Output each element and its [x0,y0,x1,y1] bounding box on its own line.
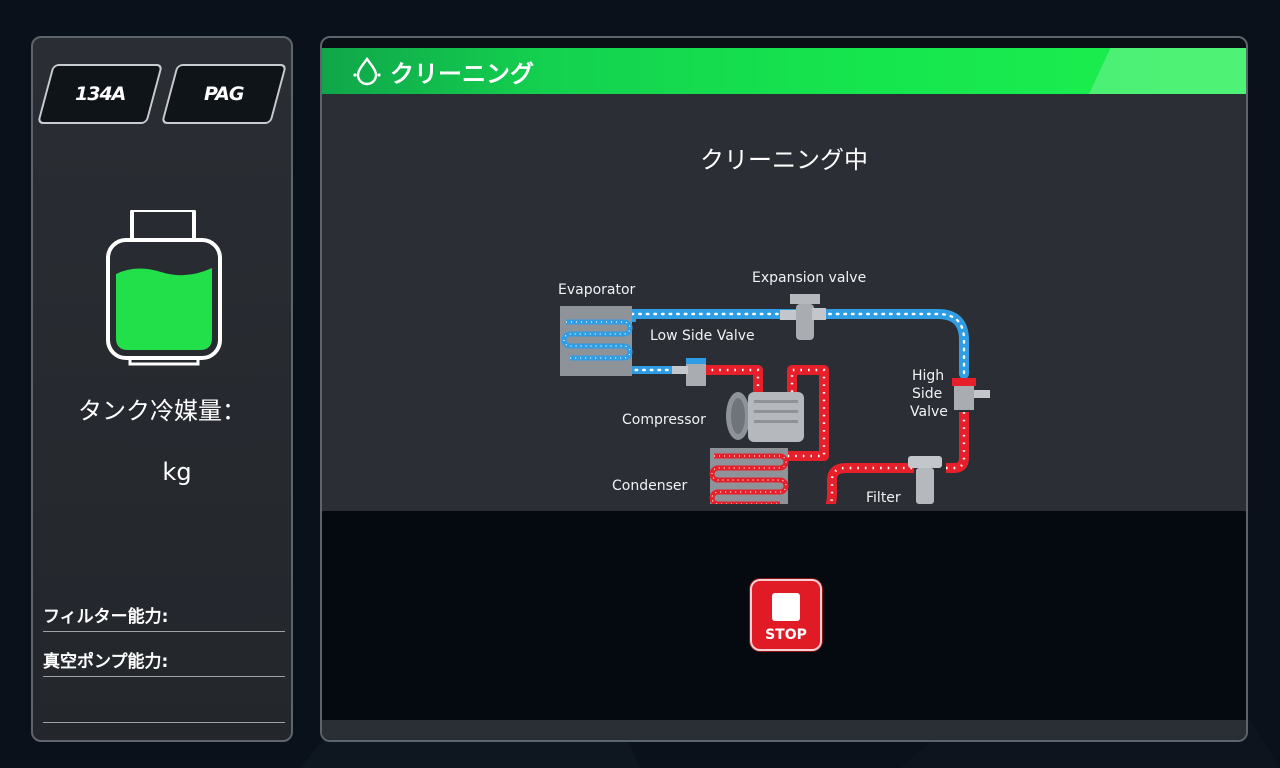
left-panel: 134A PAG タンク冷媒量： kg フィルター能力: 真空ポンプ能力: [31,36,293,742]
condenser-label: Condenser [612,478,687,494]
main-panel: クリーニング クリーニング中 [320,36,1248,742]
droplet-icon [353,56,381,86]
page-title: クリーニング [390,59,534,88]
expansion-valve-label: Expansion valve [752,270,866,286]
high-side-valve-label-1: High [912,368,944,384]
compressor-label: Compressor [622,412,706,428]
refrigerant-tank-icon [106,208,222,366]
compressor-icon [726,392,804,442]
header-stripe [1026,48,1246,94]
filter-capacity-label: フィルター能力: [43,602,285,632]
oil-tag-label: PAG [204,83,244,105]
low-side-valve-icon [672,358,706,386]
process-area: クリーニング中 [322,94,1246,511]
oil-tag-pag[interactable]: PAG [160,64,288,124]
control-area: STOP [322,511,1246,740]
refrigerant-tag-134a[interactable]: 134A [36,64,164,124]
filter-label: Filter [866,490,901,504]
evaporator-label: Evaporator [558,282,636,298]
tank-unit: kg [162,458,192,486]
process-status: クリーニング中 [700,146,868,174]
stop-icon [772,593,800,621]
high-side-valve-icon [952,378,990,410]
info-divider [43,702,285,723]
refrigerant-circuit-diagram: Evaporator Expansion valve Low Side Valv… [558,270,990,504]
high-side-valve-label-3: Valve [910,404,948,420]
header-bar: クリーニング [322,48,1246,94]
stop-button-label: STOP [765,627,807,643]
tank-refrigerant-label: タンク冷媒量： [78,397,246,425]
tank-fill [116,268,212,350]
stop-button[interactable]: STOP [750,579,822,651]
low-side-valve-label: Low Side Valve [650,328,755,344]
refrigerant-tag-label: 134A [74,83,126,105]
bottom-strip [322,720,1246,740]
evaporator-icon [560,306,633,376]
filter-icon [908,456,942,504]
expansion-valve-icon [780,294,826,340]
high-side-valve-label-2: Side [912,386,942,402]
vacuum-pump-capacity-label: 真空ポンプ能力: [43,647,285,677]
condenser-icon [709,448,789,504]
